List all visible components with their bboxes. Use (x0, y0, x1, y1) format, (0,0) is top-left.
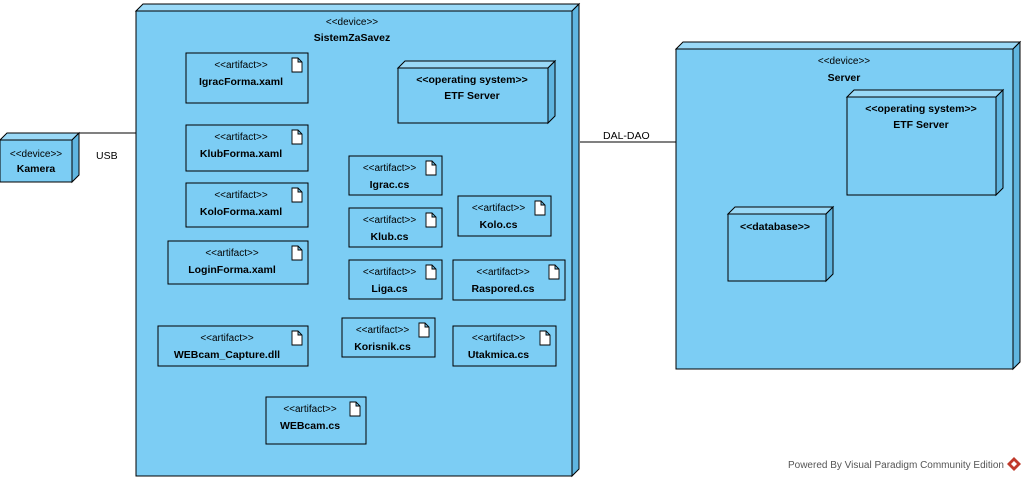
dal-dao-label: DAL-DAO (603, 130, 650, 142)
server-stereotype: <<device>> (818, 56, 870, 67)
artifact-raspored-cs[interactable]: <<artifact>> Raspored.cs (452, 259, 566, 301)
document-icon (539, 330, 551, 346)
artifact-stereotype: <<artifact>> (363, 215, 417, 226)
document-icon (291, 57, 303, 73)
artifact-name: KlubForma.xaml (200, 148, 282, 160)
artifact-name: IgracForma.xaml (199, 76, 283, 88)
artifact-stereotype: <<artifact>> (214, 60, 268, 71)
artifact-name: Igrac.cs (370, 179, 410, 191)
document-icon (291, 330, 303, 346)
artifact-name: LoginForma.xaml (188, 264, 276, 276)
artifact-korisnik-cs[interactable]: <<artifact>> Korisnik.cs (341, 317, 436, 358)
sistemzasavez-stereotype: <<device>> (326, 17, 378, 28)
artifact-koloforma-xaml[interactable]: <<artifact>> KoloForma.xaml (185, 182, 309, 228)
document-icon (425, 264, 437, 280)
document-icon (418, 322, 430, 338)
artifact-stereotype: <<artifact>> (363, 163, 417, 174)
artifact-stereotype: <<artifact>> (356, 325, 410, 336)
document-icon (349, 401, 361, 417)
artifact-name: Kolo.cs (480, 219, 518, 231)
document-icon (534, 200, 546, 216)
server-name: Server (828, 72, 861, 84)
artifact-klubforma-xaml[interactable]: <<artifact>> KlubForma.xaml (185, 124, 309, 172)
artifact-igrac-cs[interactable]: <<artifact>> Igrac.cs (348, 155, 443, 196)
artifact-name: Liga.cs (371, 283, 407, 295)
artifacts-group: <<artifact>> IgracForma.xaml <<artifact>> K… (157, 52, 566, 445)
artifact-liga-cs[interactable]: <<artifact>> Liga.cs (348, 259, 443, 300)
artifact-stereotype: <<artifact>> (472, 333, 526, 344)
artifact-igracforma-xaml[interactable]: <<artifact>> IgracForma.xaml (185, 52, 309, 104)
sistemzasavez-name: SistemZaSavez (314, 32, 390, 44)
document-icon (425, 160, 437, 176)
artifact-stereotype: <<artifact>> (214, 190, 268, 201)
node-os-etf-server-client[interactable]: <<operating system>> ETF Server (396, 59, 557, 125)
usb-label: USB (96, 150, 118, 162)
os-client-stereotype: <<operating system>> (416, 74, 527, 86)
document-icon (425, 212, 437, 228)
artifact-name: KoloForma.xaml (200, 206, 282, 218)
artifact-name: WEBcam.cs (280, 420, 340, 432)
document-icon (291, 245, 303, 261)
kamera-stereotype: <<device>> (10, 149, 62, 160)
kamera-name: Kamera (17, 163, 56, 175)
artifact-stereotype: <<artifact>> (283, 404, 337, 415)
artifact-name: Klub.cs (371, 231, 409, 243)
database-stereotype: <<database>> (740, 221, 810, 233)
document-icon (291, 129, 303, 145)
os-server-stereotype: <<operating system>> (865, 103, 976, 115)
artifact-name: Korisnik.cs (354, 341, 411, 353)
node-database[interactable]: <<database>> (726, 205, 835, 283)
visual-paradigm-logo-icon (1007, 457, 1021, 471)
node-kamera[interactable]: <<device>> Kamera (0, 131, 81, 184)
artifact-name: WEBcam_Capture.dll (174, 349, 280, 361)
artifact-webcam-cs[interactable]: <<artifact>> WEBcam.cs (265, 396, 367, 445)
os-client-name: ETF Server (444, 90, 499, 102)
os-server-name: ETF Server (893, 119, 948, 131)
artifact-klub-cs[interactable]: <<artifact>> Klub.cs (348, 207, 443, 248)
watermark-text: Powered By Visual Paradigm Community Edi… (788, 460, 1004, 471)
artifact-stereotype: <<artifact>> (472, 203, 526, 214)
artifact-utakmica-cs[interactable]: <<artifact>> Utakmica.cs (452, 325, 557, 367)
artifact-name: Utakmica.cs (468, 349, 529, 361)
document-icon (291, 187, 303, 203)
artifact-stereotype: <<artifact>> (476, 267, 530, 278)
artifact-webcam-capture-dll[interactable]: <<artifact>> WEBcam_Capture.dll (157, 325, 309, 367)
artifact-kolo-cs[interactable]: <<artifact>> Kolo.cs (457, 195, 552, 237)
artifact-stereotype: <<artifact>> (205, 248, 259, 259)
artifact-stereotype: <<artifact>> (363, 267, 417, 278)
artifact-stereotype: <<artifact>> (200, 333, 254, 344)
artifact-name: Raspored.cs (471, 283, 534, 295)
node-os-etf-server[interactable]: <<operating system>> ETF Server (845, 88, 1005, 197)
artifact-loginforma-xaml[interactable]: <<artifact>> LoginForma.xaml (167, 240, 309, 285)
document-icon (548, 264, 560, 280)
artifact-stereotype: <<artifact>> (214, 132, 268, 143)
